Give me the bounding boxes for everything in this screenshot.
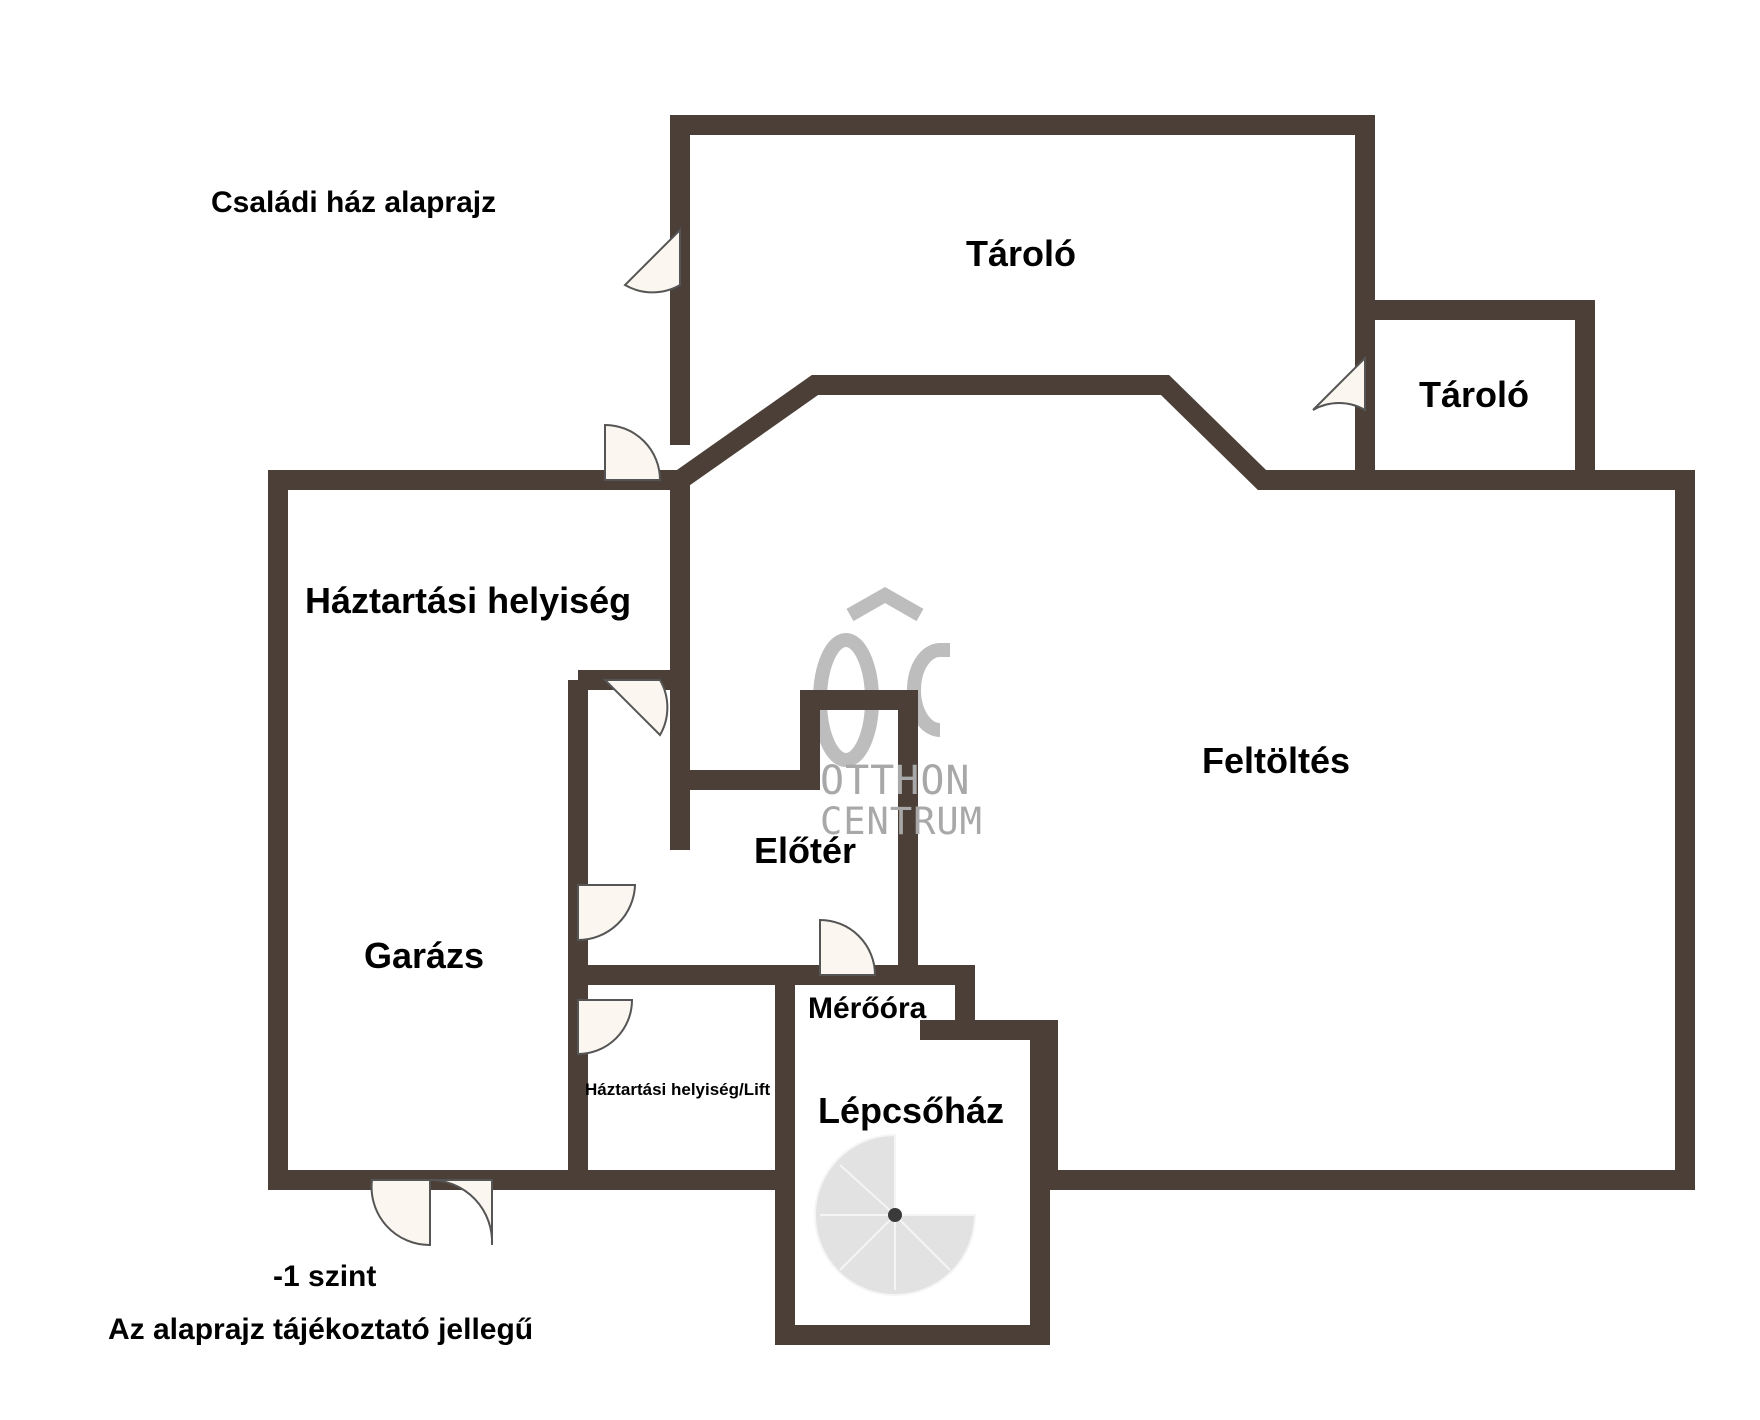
watermark-line2: CENTRUM (820, 800, 983, 843)
room-label-household-lift: Háztartási helyiség/Lift (585, 1080, 771, 1099)
room-label-fill: Feltöltés (1202, 740, 1351, 781)
walls (268, 115, 1695, 1345)
plan-title: Családi ház alaprajz (211, 186, 497, 219)
room-label-meter: Mérőóra (808, 992, 927, 1025)
doors (370, 227, 1366, 1247)
room-label-storage-main: Tároló (966, 233, 1077, 274)
room-label-household: Háztartási helyiség (305, 580, 632, 621)
room-label-storage-small: Tároló (1419, 374, 1530, 415)
otthon-centrum-logo (812, 586, 950, 767)
level-label: -1 szint (273, 1260, 377, 1293)
room-label-hall: Előtér (754, 830, 857, 871)
disclaimer-text: Az alaprajz tájékoztató jellegű (108, 1313, 534, 1346)
room-label-stairwell: Lépcsőház (818, 1090, 1005, 1131)
room-label-garage: Garázs (364, 935, 485, 976)
watermark-line1: OTTHON (820, 758, 971, 804)
spiral-staircase (814, 1133, 977, 1296)
